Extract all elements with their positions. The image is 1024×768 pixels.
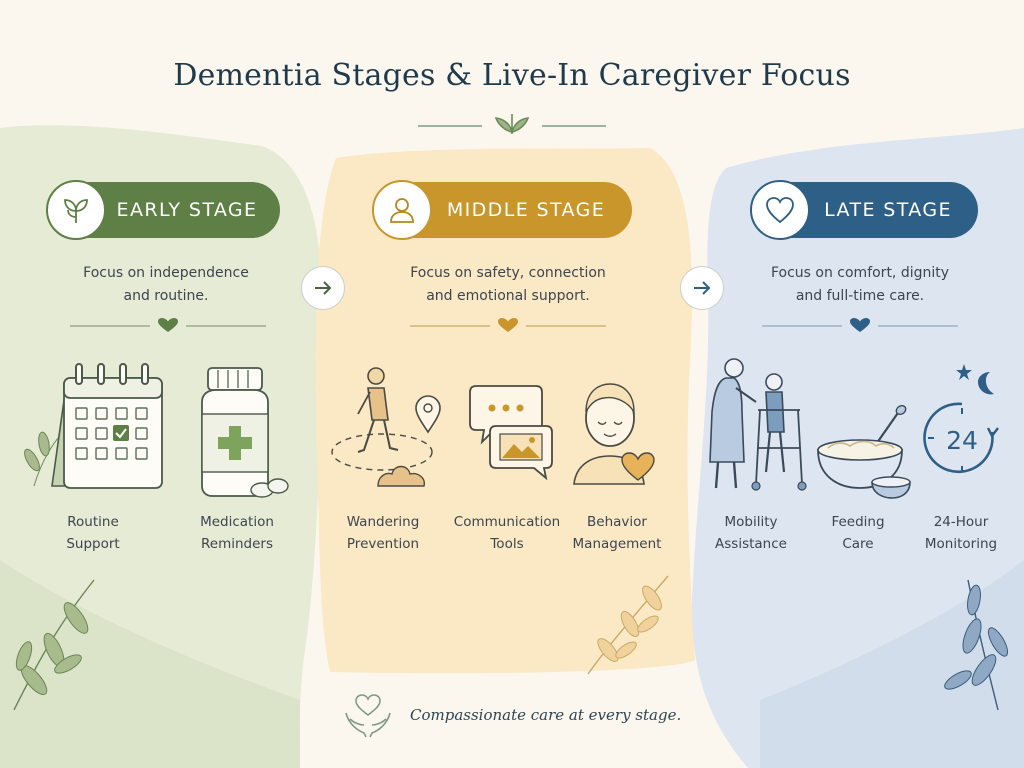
chat-bubbles-icon [469,385,553,480]
food-bowl-icon [817,404,911,499]
clock-number: 24 [946,426,978,455]
title-leaf-divider [418,114,606,134]
feeding-care-label: Feeding Care [831,514,885,552]
late-bottom-wash [760,560,1024,768]
next-stage-arrow-2[interactable] [680,266,724,310]
heart-hands-icon [345,694,391,738]
walking-person-icon [331,367,441,487]
early-stage-label: EARLY STAGE [116,199,258,221]
decorative-leaves-left [13,579,95,710]
middle-focus-text: Focus on safety, connection and emotiona… [410,265,606,304]
walker-assist-icon [709,358,807,491]
wandering-prevention-label: Wandering Prevention [346,514,420,552]
early-stage-badge [46,180,106,240]
moon-icon [978,372,994,395]
arrow-right-icon [315,281,332,295]
medication-reminders-label: Medication Reminders [200,514,274,552]
star-icon [956,364,972,380]
heart-icon [766,197,794,224]
late-stage-badge [750,180,810,240]
leaf-sprig-icon [494,114,530,134]
heart-icon [158,318,178,332]
middle-heart-divider [410,318,606,332]
early-heart-divider [70,318,266,332]
heart-icon [850,318,870,332]
routine-support-label: Routine Support [66,514,120,552]
footer-tagline: Compassionate care at every stage. [410,706,682,724]
middle-stage-label: MIDDLE STAGE [446,199,606,221]
calendar-icon [24,363,163,489]
decorative-leaves-right [944,579,1009,710]
decorative-leaves-middle [587,575,669,675]
late-heart-divider [762,318,958,332]
calm-face-heart-icon [573,383,655,485]
footer: Compassionate care at every stage. [340,690,700,740]
communication-tools-label: Communication Tools [453,514,561,552]
late-stage-label: LATE STAGE [824,199,952,221]
behavior-management-label: Behavior Management [572,514,662,552]
heart-icon [498,318,518,332]
24-hour-monitoring-label: 24-Hour Monitoring [924,514,998,552]
clock-24-icon: 24 [923,364,999,474]
late-focus-text: Focus on comfort, dignity and full-time … [770,265,950,304]
location-pin-icon [415,395,441,434]
page-title: Dementia Stages & Live-In Caregiver Focu… [173,58,851,93]
middle-stage-badge [372,180,432,240]
mobility-assistance-label: Mobility Assistance [715,514,787,552]
leaf-branch-icon [24,431,59,487]
person-icon [390,198,414,223]
sprout-icon [64,199,88,223]
medicine-bottle-icon [201,367,289,498]
heart-icon [621,452,655,481]
early-focus-text: Focus on independence and routine. [83,265,249,304]
next-stage-arrow-1[interactable] [301,266,345,310]
arrow-right-icon [694,281,711,295]
